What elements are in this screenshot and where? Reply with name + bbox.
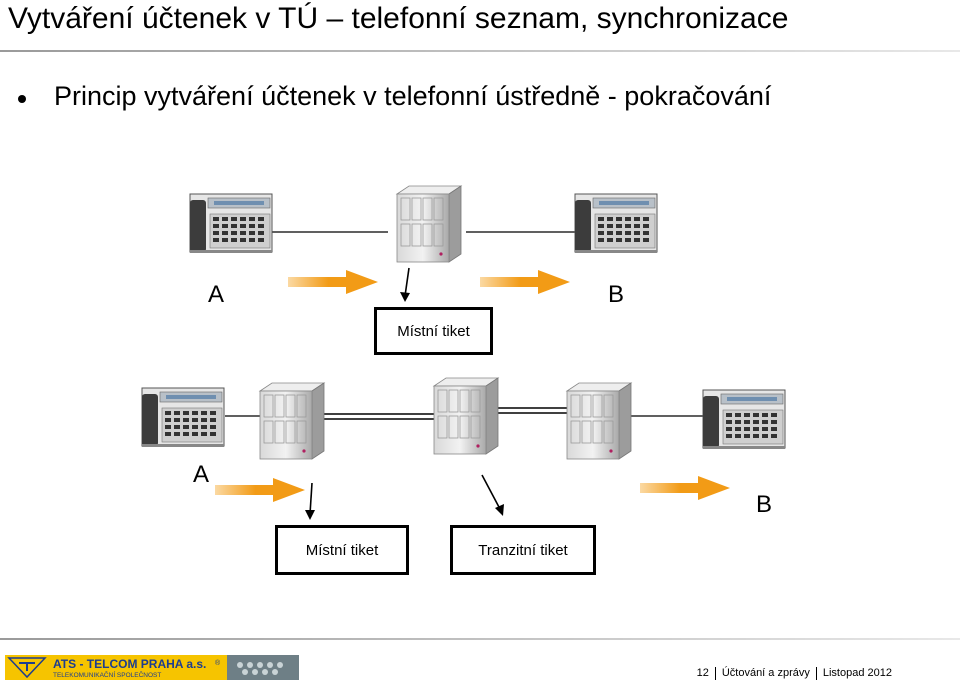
local-ticket-label: Místní tiket bbox=[397, 322, 470, 340]
bullet-icon bbox=[18, 95, 26, 103]
exchange-cabinet-icon bbox=[566, 382, 632, 460]
logo-subtext: TELEKOMUNIKAČNÍ SPOLEČNOST bbox=[53, 670, 161, 679]
local-ticket-label: Místní tiket bbox=[305, 541, 379, 559]
local-ticket-box: Místní tiket bbox=[374, 307, 493, 355]
logo-mark: ® bbox=[215, 659, 221, 667]
pointer-arrow-icon bbox=[305, 482, 315, 520]
transit-ticket-box: Tranzitní tiket bbox=[450, 525, 596, 575]
arrow-icon bbox=[480, 270, 570, 294]
arrow-icon bbox=[288, 270, 378, 294]
bullet-text: Princip vytváření účtenek v telefonní ús… bbox=[54, 81, 772, 111]
footer-separator bbox=[714, 667, 716, 680]
local-ticket-box: Místní tiket bbox=[275, 525, 409, 575]
exchange-cabinet-icon bbox=[259, 382, 325, 460]
exchange-cabinet-icon bbox=[433, 377, 499, 455]
logo-text: ATS - TELCOM PRAHA a.s. bbox=[53, 657, 206, 671]
pointer-arrow-icon bbox=[481, 474, 504, 516]
telephone-icon bbox=[574, 193, 658, 254]
endpoint-label-b: B bbox=[756, 491, 773, 518]
telephone-icon bbox=[141, 387, 225, 448]
trunk-line bbox=[324, 413, 435, 420]
page-number: 12 bbox=[696, 667, 709, 679]
trunk-line bbox=[498, 407, 567, 414]
exchange-cabinet-icon bbox=[396, 185, 462, 263]
footer-divider bbox=[0, 638, 960, 640]
endpoint-label-a: A bbox=[193, 461, 210, 488]
footer-section: Účtování a zprávy bbox=[721, 667, 810, 679]
endpoint-label-a: A bbox=[208, 281, 225, 308]
slide-title: Vytváření účtenek v TÚ – telefonní sezna… bbox=[8, 2, 789, 35]
footer: 12 Účtování a zprávy Listopad 2012 bbox=[691, 667, 898, 680]
transit-ticket-label: Tranzitní tiket bbox=[478, 541, 568, 559]
footer-date: Listopad 2012 bbox=[822, 667, 892, 679]
endpoint-label-b: B bbox=[608, 281, 625, 308]
footer-separator bbox=[815, 667, 817, 680]
title-divider bbox=[0, 50, 960, 52]
arrow-icon bbox=[215, 478, 305, 502]
telephone-icon bbox=[702, 389, 786, 450]
company-logo: ATS - TELCOM PRAHA a.s. ® TELEKOMUNIKAČN… bbox=[5, 655, 299, 680]
arrow-icon bbox=[640, 476, 730, 500]
pointer-arrow-icon bbox=[400, 267, 410, 302]
telephone-icon bbox=[189, 193, 273, 254]
